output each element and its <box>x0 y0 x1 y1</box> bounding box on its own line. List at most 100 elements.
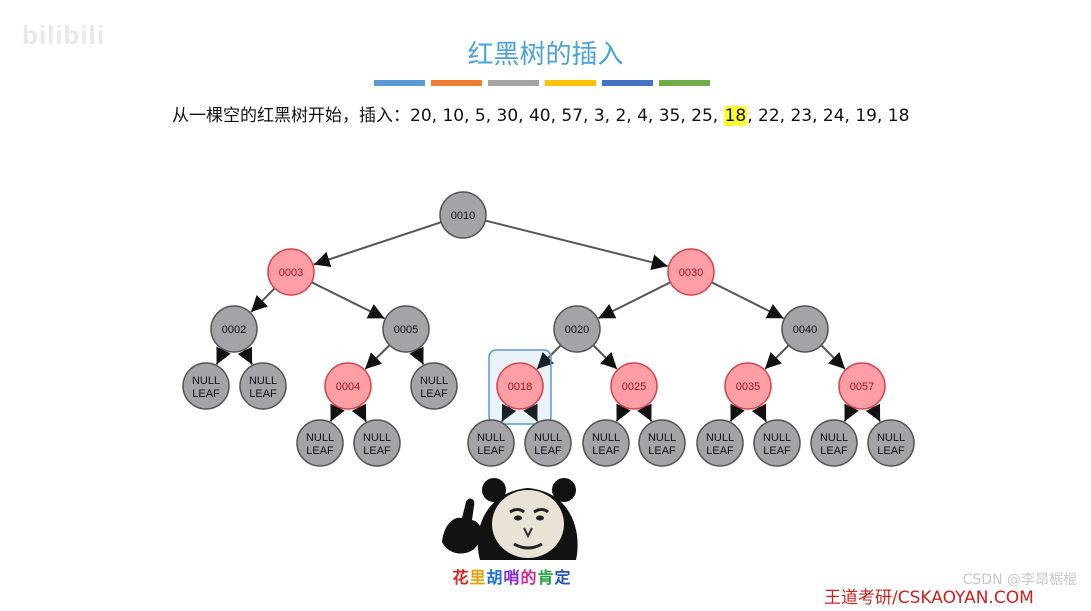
csdn-watermark: CSDN @李昂椐棍 <box>962 572 1077 588</box>
tree-node-0004: 0004 <box>324 362 372 410</box>
color-bars <box>374 80 710 86</box>
node-circle <box>439 191 487 239</box>
tree-edge <box>711 281 784 320</box>
tree-edge <box>311 281 385 320</box>
tree-edge <box>820 344 846 370</box>
node-circle <box>867 419 915 467</box>
node-label: 0003 <box>279 267 303 279</box>
meme-caption-char: 哨 <box>503 568 521 587</box>
color-bar-6 <box>659 80 710 86</box>
node-circle <box>810 419 858 467</box>
node-circle <box>724 362 772 410</box>
tree-edge <box>215 346 231 365</box>
node-circle <box>410 362 458 410</box>
node-circle <box>296 419 344 467</box>
node-label: 0035 <box>736 381 760 393</box>
node-circle <box>838 362 886 410</box>
node-label: 0030 <box>679 267 703 279</box>
tree-edge <box>764 344 790 370</box>
color-bar-4 <box>545 80 596 86</box>
color-bar-5 <box>602 80 653 86</box>
tree-edge <box>615 403 631 422</box>
panda-meme-sticker: 花里胡哨的肯定 <box>432 472 592 590</box>
tree-node-0025: 0025 <box>610 362 658 410</box>
tree-edge <box>351 403 368 423</box>
node-circle <box>753 419 801 467</box>
tree-edge <box>865 403 882 423</box>
node-circle <box>382 305 430 353</box>
tree-node-0020: 0020 <box>553 305 601 353</box>
sequence-text-before: 从一棵空的红黑树开始，插入：20, 10, 5, 30, 40, 57, 3, … <box>172 106 724 126</box>
sequence-text-after: , 22, 23, 24, 19, 18 <box>747 106 910 126</box>
tree-edge <box>751 403 768 423</box>
tree-edge <box>637 403 653 422</box>
meme-caption-char: 花 <box>452 568 470 587</box>
color-bar-3 <box>488 80 539 86</box>
node-circle <box>496 362 544 410</box>
tree-node-0057: 0057 <box>838 362 886 410</box>
tree-edge <box>485 219 668 271</box>
node-label: 0010 <box>451 210 475 222</box>
panda-face-icon <box>442 478 578 560</box>
node-circle <box>524 419 572 467</box>
tree-node-0005: 0005 <box>382 305 430 353</box>
node-circle <box>667 248 715 296</box>
node-label: 0005 <box>394 324 418 336</box>
node-label: 0004 <box>336 381 360 393</box>
insertion-sequence: 从一棵空的红黑树开始，插入：20, 10, 5, 30, 40, 57, 3, … <box>172 101 909 126</box>
tree-node-0040: 0040 <box>781 305 829 353</box>
tree-node-0030: 0030 <box>667 248 715 296</box>
node-label: 0018 <box>508 381 532 393</box>
tree-node-0018: 0018 <box>488 349 552 425</box>
node-circle <box>582 419 630 467</box>
node-circle <box>553 305 601 353</box>
tree-edge <box>329 403 345 422</box>
tree-edge <box>409 346 425 365</box>
node-circle <box>324 362 372 410</box>
tree-edge <box>250 287 276 313</box>
node-label: 0002 <box>222 324 246 336</box>
tree-edge <box>536 344 562 370</box>
node-circle <box>696 419 744 467</box>
node-circle <box>781 305 829 353</box>
node-circle <box>267 248 315 296</box>
node-circle <box>467 419 515 467</box>
meme-caption-char: 里 <box>469 568 487 587</box>
node-label: 0025 <box>622 381 646 393</box>
meme-caption-char: 的 <box>520 568 538 587</box>
node-label: 0020 <box>565 324 589 336</box>
node-circle <box>239 362 287 410</box>
tree-node-0003: 0003 <box>267 248 315 296</box>
node-label: 0040 <box>793 324 817 336</box>
tree-node-0010: 0010 <box>439 191 487 239</box>
wangdao-brand: 王道考研/CSKAOYAN.COM <box>824 588 1034 608</box>
node-circle <box>610 362 658 410</box>
node-circle <box>210 305 258 353</box>
node-circle <box>353 419 401 467</box>
tree-node-0035: 0035 <box>724 362 772 410</box>
meme-caption-char: 胡 <box>486 568 504 587</box>
